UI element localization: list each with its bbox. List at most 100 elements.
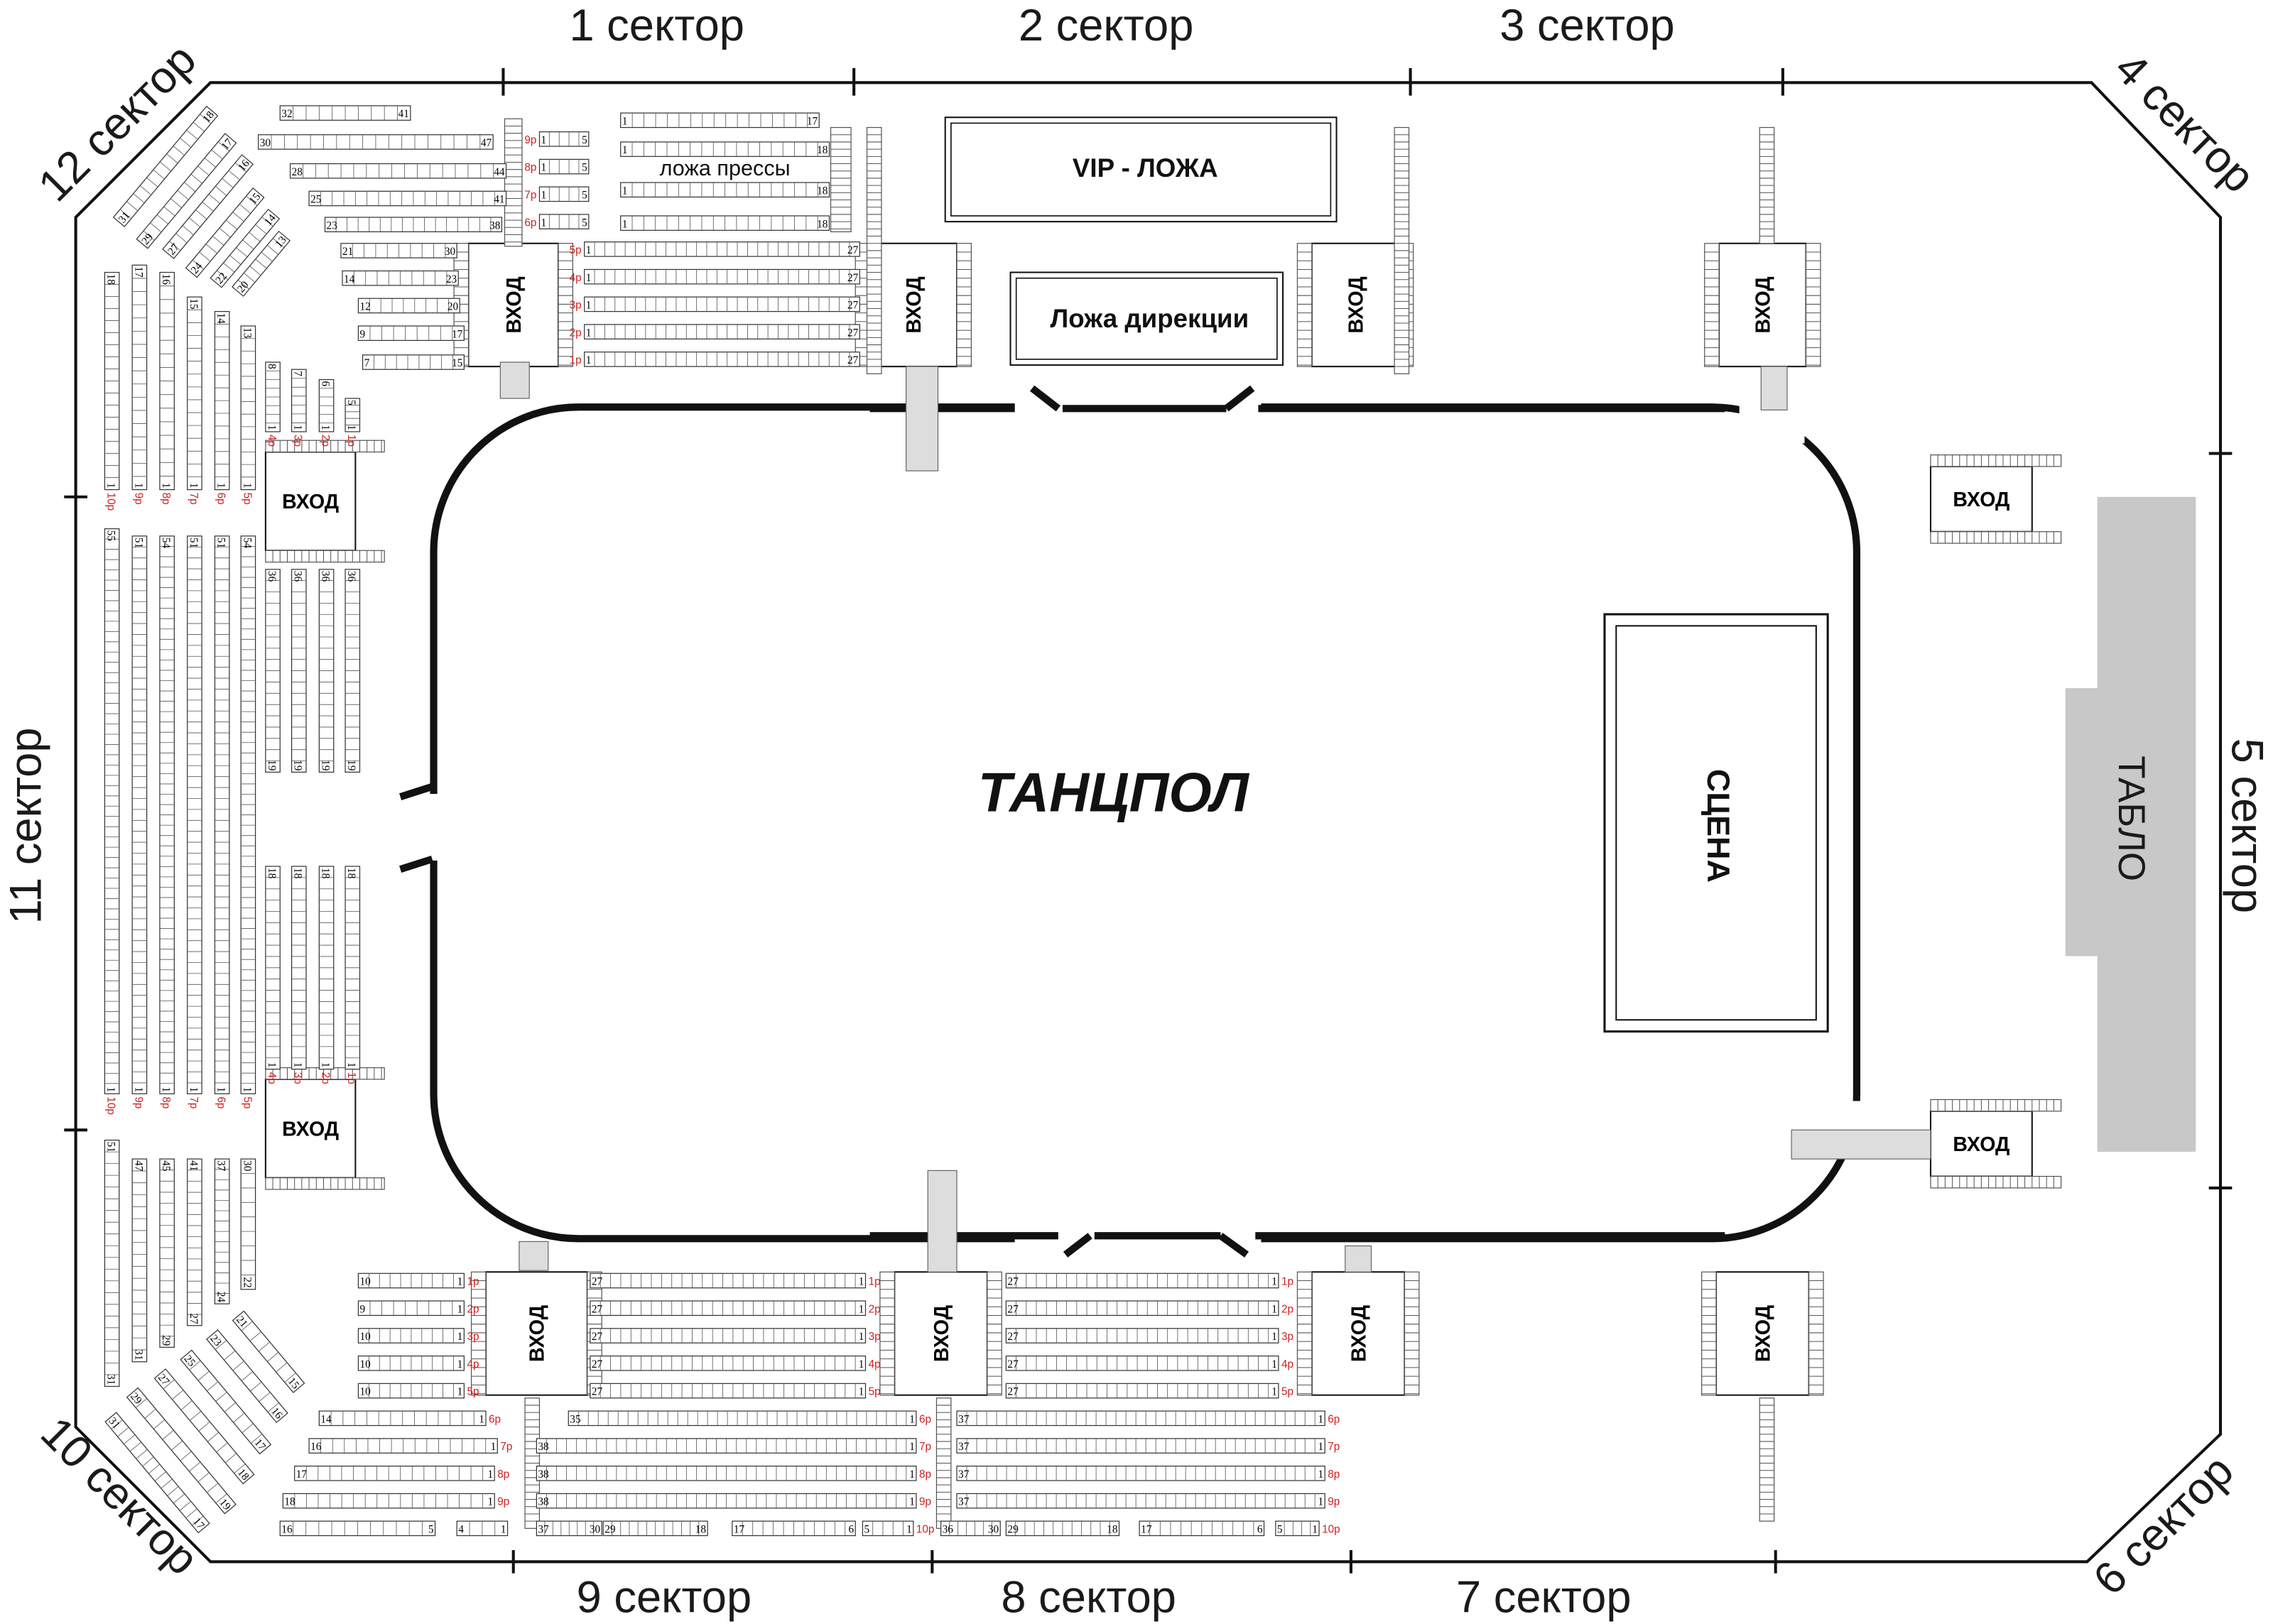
sector-6-label[interactable]: 6 сектор <box>2084 1446 2243 1605</box>
entrance-4[interactable]: ВХОД <box>1704 242 1821 368</box>
vip-box[interactable] <box>944 116 1338 223</box>
sector-7-label[interactable]: 7 сектор <box>1456 1573 1632 1623</box>
entrance-12[interactable]: ВХОД <box>1929 1099 2062 1189</box>
sector-12-label[interactable]: 12 сектор <box>29 35 206 212</box>
sector-2-label[interactable]: 2 сектор <box>1019 1 1194 50</box>
sector-11-label[interactable]: 11 сектор <box>1 727 51 924</box>
sector-3-label[interactable]: 3 сектор <box>1499 1 1674 50</box>
sector-8-label[interactable]: 8 сектор <box>1001 1573 1176 1623</box>
sector-9-label[interactable]: 9 сектор <box>577 1573 752 1623</box>
entrance-7[interactable]: ВХОД <box>1296 1271 1420 1396</box>
entrance-2[interactable]: ВХОД <box>855 242 972 368</box>
entrance-1[interactable]: ВХОД <box>453 242 573 368</box>
entrance-8[interactable]: ВХОД <box>1701 1271 1824 1396</box>
sector-5-label[interactable]: 5 сектор <box>2222 739 2272 914</box>
entrance-10[interactable]: ВХОД <box>264 1067 385 1190</box>
entrance-6[interactable]: ВХОД <box>879 1271 1002 1396</box>
sector-1-label[interactable]: 1 сектор <box>569 1 744 50</box>
